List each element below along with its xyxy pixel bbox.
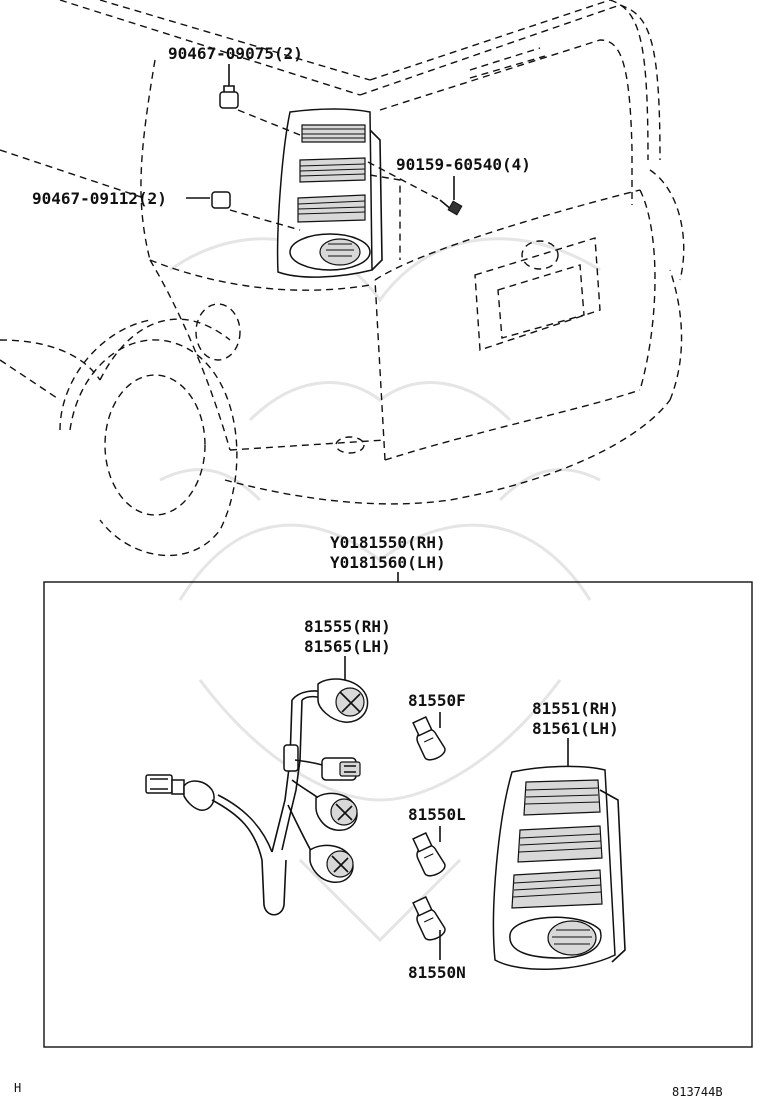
assembly-kit-frame <box>43 581 753 1048</box>
callout-screw: 90159-60540(4) <box>396 155 531 174</box>
socket-wire-harness <box>145 690 331 916</box>
watermark-logo <box>159 237 601 943</box>
callout-lens-rh: 81551(RH) <box>532 699 619 718</box>
callout-lens-lh: 81561(LH) <box>532 719 619 738</box>
socket-side-icon <box>321 757 361 781</box>
socket-bottom-icon <box>309 844 354 883</box>
tail-lamp-installed <box>276 108 383 278</box>
tail-lamp-lens-icon <box>492 765 626 970</box>
callout-bulb-l: 81550L <box>408 805 466 824</box>
footer-left-code: H <box>14 1081 21 1095</box>
clip-lower-icon <box>186 191 301 231</box>
callout-clip-lower: 90467-09112(2) <box>32 189 167 208</box>
callout-bulb-f: 81550F <box>408 691 466 710</box>
screw-icon <box>367 161 463 260</box>
callout-socket-lh: 81565(LH) <box>304 637 391 656</box>
bulb-l-icon <box>412 831 446 877</box>
socket-middle-icon <box>315 792 358 831</box>
bulb-n-icon <box>412 895 446 941</box>
callout-socket-rh: 81555(RH) <box>304 617 391 636</box>
callout-clip-upper: 90467-09075(2) <box>168 44 303 63</box>
callout-bulb-n: 81550N <box>408 963 466 982</box>
diagram-number: 813744B <box>672 1085 723 1099</box>
socket-top-icon <box>317 678 369 723</box>
vehicle-rear-illustration <box>0 0 685 557</box>
callout-assembly-rh: Y0181550(RH) <box>330 533 446 552</box>
callout-assembly-lh: Y0181560(LH) <box>330 553 446 572</box>
bulb-f-icon <box>412 715 446 761</box>
clip-upper-icon <box>219 64 301 136</box>
